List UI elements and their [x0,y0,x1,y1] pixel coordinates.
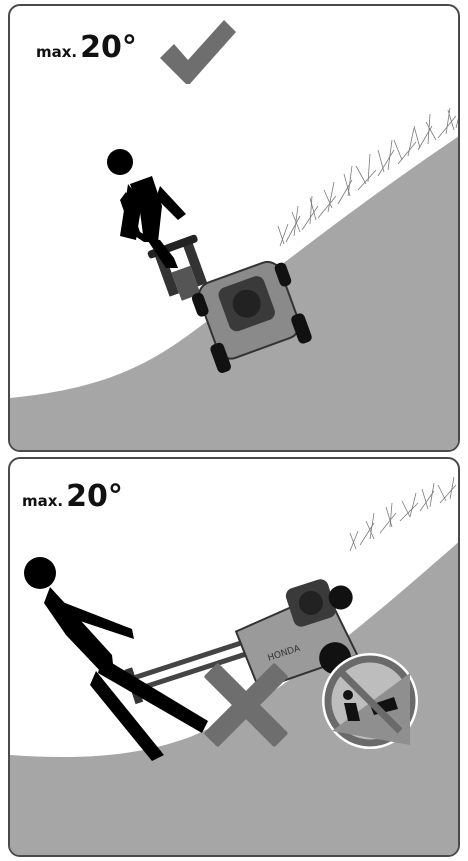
max-slope-label: max.20° [22,479,123,514]
max-prefix: max. [22,492,63,510]
max-angle-value: 20° [80,30,137,65]
max-slope-label: max.20° [36,30,137,65]
person-figure [24,557,208,761]
check-mark-icon [156,14,238,84]
no-mowing-uphill-icon [322,653,418,749]
grass-tufts [350,477,456,551]
scene-forbidden: HONDA [10,459,460,857]
max-prefix: max. [36,43,77,61]
panel-forbidden: HONDA max.20° [8,457,460,857]
max-angle-value: 20° [66,479,123,514]
panel-allowed: max.20° [8,4,460,452]
